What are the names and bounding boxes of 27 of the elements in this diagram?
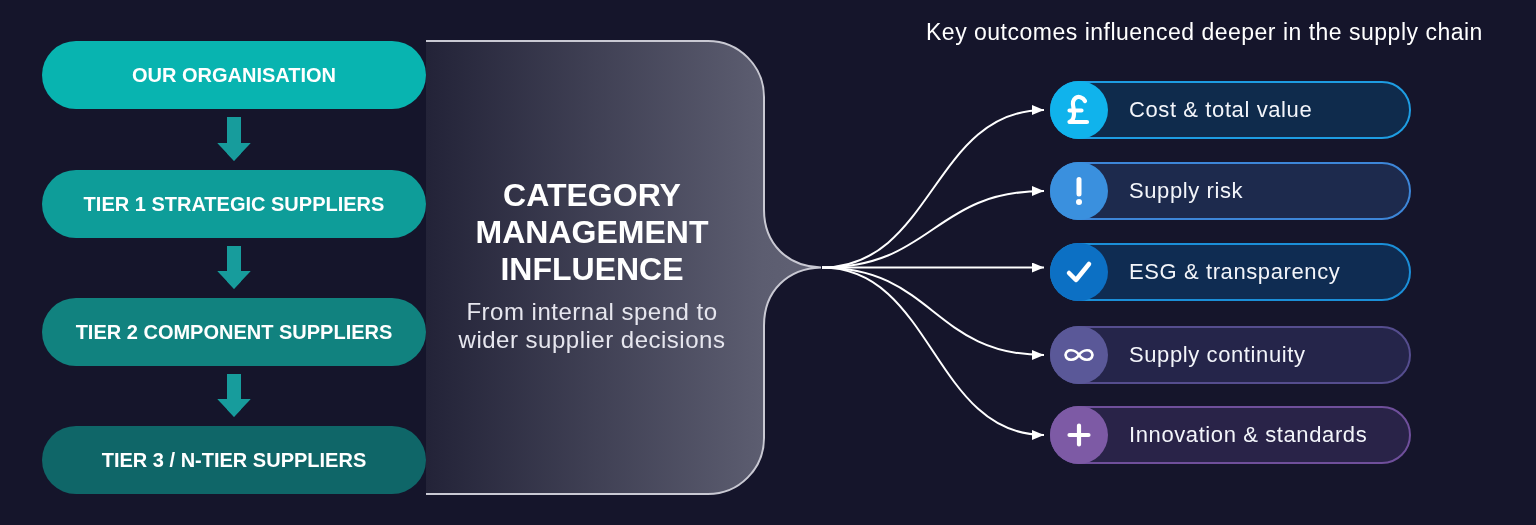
flow-arrow: [217, 246, 251, 289]
stage-label: OUR ORGANISATION: [131, 63, 337, 87]
connector-arrow: [821, 186, 1045, 269]
outcome-pill: [1050, 243, 1411, 301]
panel-heading: CATEGORY MANAGEMENT INFLUENCE: [474, 177, 710, 288]
connector-arrow: [821, 266, 1045, 439]
outcome-label: Supply continuity: [1129, 342, 1306, 368]
outcome-pill: [1050, 406, 1411, 464]
outcome-label: Cost & total value: [1129, 97, 1313, 123]
stage-label: TIER 3 / N-TIER SUPPLIERS: [101, 448, 367, 472]
stage-label: TIER 2 COMPONENT SUPPLIERS: [75, 320, 393, 344]
stage-pill: [42, 298, 426, 366]
stage-pill: [42, 41, 426, 109]
outcome-pill: [1050, 81, 1411, 139]
flow-arrow: [217, 117, 251, 161]
influence-panel: [426, 40, 822, 495]
stage-pill: [42, 426, 426, 494]
section-heading: Key outcomes influenced deeper in the supply chain: [926, 19, 1483, 46]
outcome-pill: [1050, 326, 1411, 384]
panel-subtitle: From internal spend to wider supplier decisions: [457, 298, 727, 354]
stage-pill: [42, 170, 426, 238]
outcome-label: ESG & transparency: [1129, 259, 1341, 285]
outcome-label: Supply risk: [1129, 178, 1244, 204]
outcome-pill: [1050, 162, 1411, 220]
flow-arrow: [217, 374, 251, 417]
stage-label: TIER 1 STRATEGIC SUPPLIERS: [83, 192, 385, 216]
outcome-label: Innovation & standards: [1129, 422, 1368, 448]
